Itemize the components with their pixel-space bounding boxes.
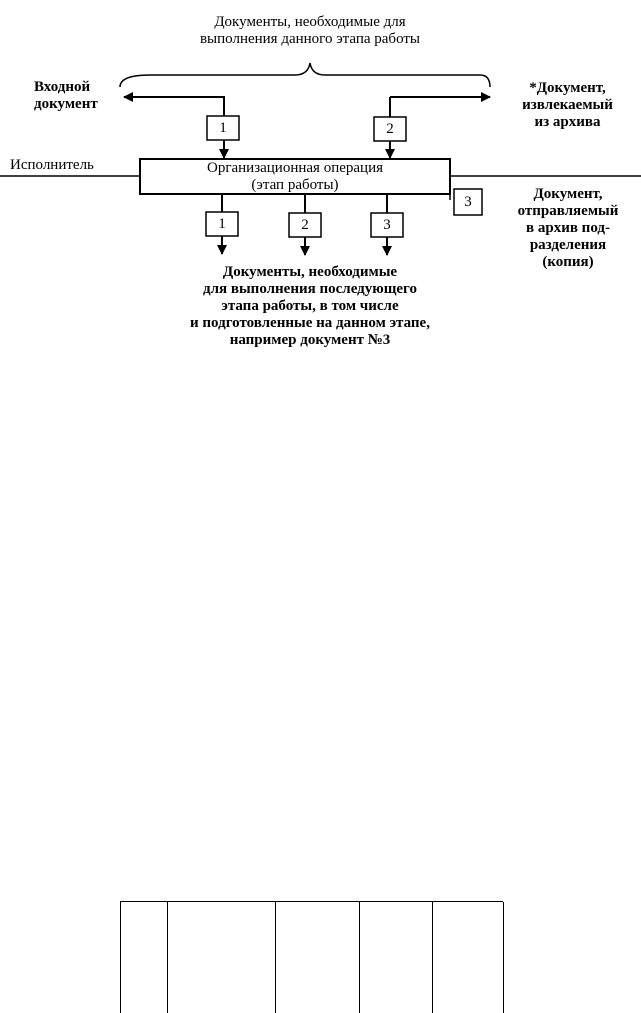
output-box-3-number: 3 — [383, 217, 391, 233]
input-box-1 — [206, 115, 240, 141]
output-box-1-number: 1 — [218, 216, 226, 232]
performer-label: Исполнитель — [10, 157, 94, 173]
archive-box — [453, 188, 483, 216]
operation-box — [139, 158, 451, 195]
table-column — [121, 902, 168, 1013]
input-box-1-number: 1 — [219, 120, 227, 136]
table-column — [432, 902, 504, 1013]
archive-document-label: *Документ, извлекаемый из архива — [522, 80, 613, 130]
sent-document-label: Документ, отправляемый в архив под- разд… — [517, 186, 619, 270]
input-document-label: Входной документ — [34, 79, 98, 112]
output-box-2-number: 2 — [301, 217, 309, 233]
input-box-2-number: 2 — [386, 121, 394, 137]
top-caption: Документы, необходимые для выполнения да… — [199, 14, 421, 47]
archive-box-number: 3 — [464, 194, 472, 210]
top-brace — [119, 62, 491, 88]
table-column — [275, 902, 360, 1013]
operation-label: Организационная операция (этап работы) — [207, 160, 383, 193]
table-fragment — [120, 901, 504, 1013]
bottom-caption: Документы, необходимые для выполнения по… — [190, 264, 430, 348]
table-column — [359, 902, 433, 1013]
output-box-3 — [370, 212, 404, 238]
table-column — [167, 902, 276, 1013]
